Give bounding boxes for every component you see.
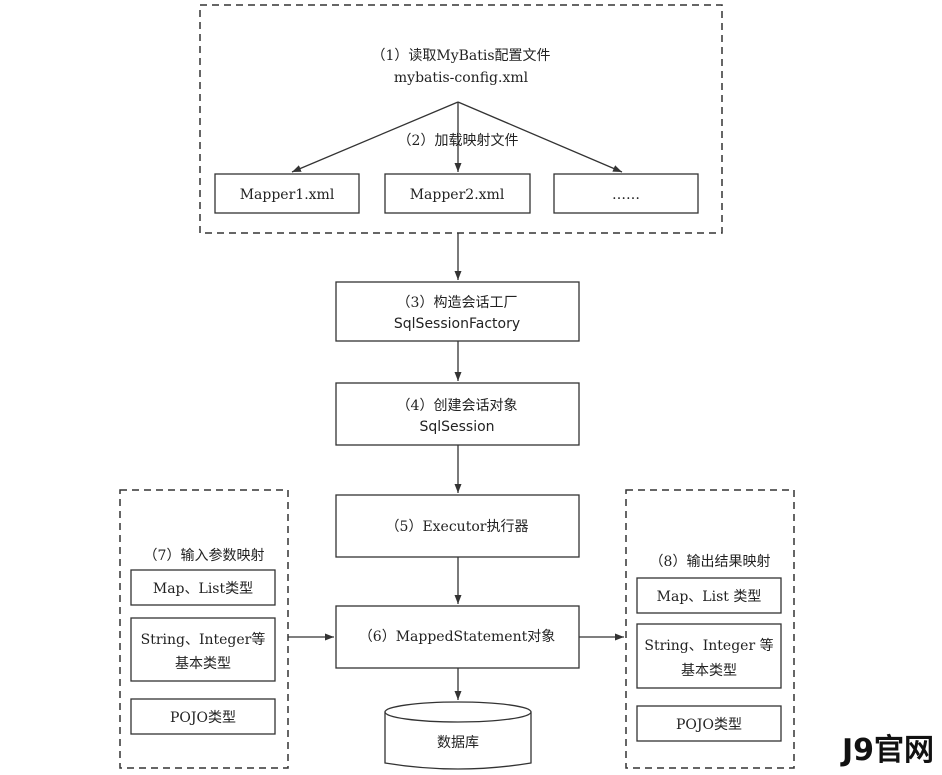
step2-label: （2）加载映射文件: [398, 133, 519, 149]
database-label: 数据库: [437, 735, 479, 751]
arrow-config-mapper1: [291, 101, 459, 173]
output-item-basic-line1: String、Integer 等: [644, 637, 773, 654]
session-subtitle: SqlSession: [419, 419, 494, 435]
step1-file: mybatis-config.xml: [394, 70, 529, 86]
database-body: [384, 712, 532, 770]
output-mapping-group-border: [625, 489, 795, 769]
input-item-pojo-box: [130, 698, 276, 735]
input-item-map-list-box: [130, 569, 276, 606]
output-item-basic-line2: 基本类型: [681, 662, 737, 679]
mapper2-label: Mapper2.xml: [410, 187, 505, 203]
output-item-map-list-box: [636, 577, 782, 614]
input-item-map-list-label: Map、List类型: [153, 581, 253, 597]
executor-title: （5）Executor执行器: [386, 519, 529, 535]
input-mapping-title: （7）输入参数映射: [144, 547, 265, 564]
executor-box: [335, 494, 580, 558]
mapper-more-box: [553, 173, 699, 214]
database-cylinder: [384, 701, 532, 770]
output-item-pojo-box: [636, 705, 782, 742]
arrow-config-more: [457, 101, 623, 173]
statement-title: （6）MappedStatement对象: [359, 629, 555, 645]
watermark-logo: J9官网: [840, 733, 934, 768]
session-title: （4）创建会话对象: [397, 398, 518, 414]
output-mapping-title: （8）输出结果映射: [650, 554, 771, 570]
factory-box: [335, 281, 580, 342]
mapper2-box: [384, 173, 531, 214]
mapper-more-label: ……: [612, 187, 640, 203]
session-box: [335, 382, 580, 446]
config-group-border: [199, 4, 723, 234]
mapper1-label: Mapper1.xml: [240, 187, 335, 203]
output-item-basic-box: [636, 623, 782, 689]
database-top: [384, 701, 532, 723]
input-item-basic-box: [130, 617, 276, 682]
mapper1-box: [214, 173, 360, 214]
factory-title: （3）构造会话工厂: [397, 295, 518, 311]
output-item-map-list-label: Map、List 类型: [657, 589, 762, 605]
step1-title: （1）读取MyBatis配置文件: [371, 47, 550, 64]
input-item-pojo-label: POJO类型: [170, 710, 236, 726]
input-mapping-group-border: [119, 489, 289, 769]
input-item-basic-line1: String、Integer等: [141, 631, 266, 648]
output-item-pojo-label: POJO类型: [676, 717, 742, 733]
input-item-basic-line2: 基本类型: [175, 655, 231, 672]
factory-subtitle: SqlSessionFactory: [394, 316, 520, 332]
